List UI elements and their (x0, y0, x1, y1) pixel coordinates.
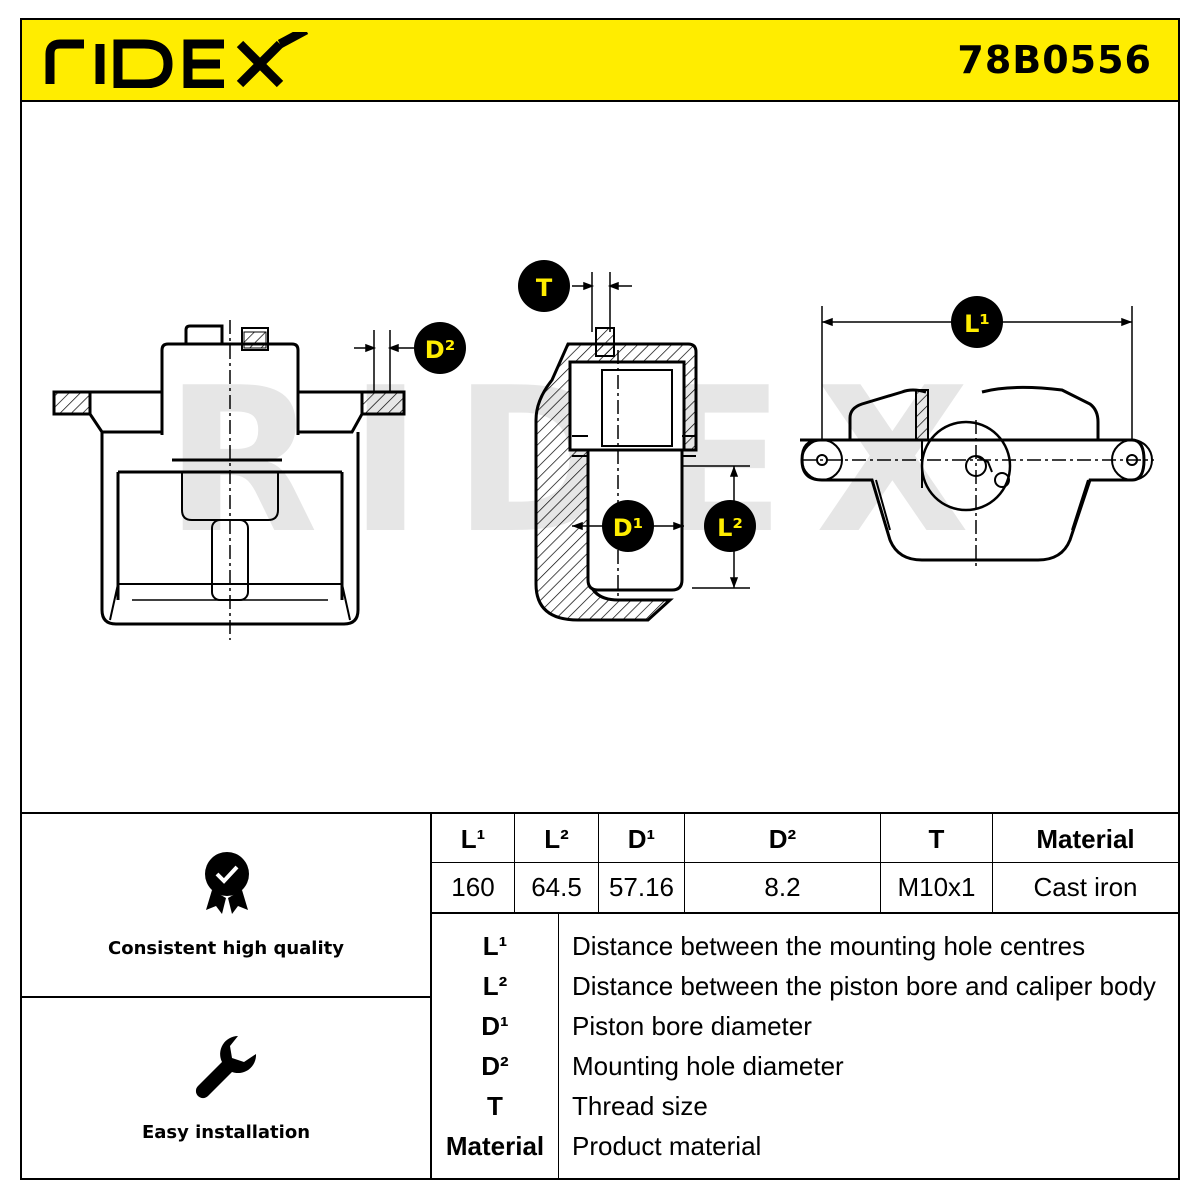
quality-badge-icon (204, 850, 250, 918)
legend-description: Product material (572, 1131, 762, 1161)
legend-symbol: Material (445, 1131, 545, 1161)
specs-row-divider (430, 862, 1178, 863)
page-frame (20, 18, 1180, 1180)
d2-dimension (354, 330, 414, 392)
caliper-front-view (52, 324, 406, 626)
drawing-divider (22, 812, 1178, 814)
spec-header-material: Material (1036, 824, 1135, 854)
callout-d2-label: D² (425, 336, 455, 364)
spec-header-l1: L¹ (460, 824, 486, 854)
ridex-logo-icon (45, 26, 309, 89)
header-bar: 78B0556 (22, 20, 1178, 102)
spec-value-d1: 57.16 (608, 872, 675, 902)
feature-label-quality: Consistent high quality (108, 938, 344, 959)
legend-symbol: D² (481, 1051, 509, 1081)
specs-col-divider (684, 812, 685, 912)
specs-col-divider (880, 812, 881, 912)
t-dimension (572, 272, 632, 332)
specs-col-divider (598, 812, 599, 912)
callout-t: T (518, 260, 570, 312)
spec-header-d1: D¹ (627, 824, 656, 854)
caliper-top-view (800, 385, 1146, 562)
callout-l2: L² (704, 500, 756, 552)
caliper-drawing: RIDEX (52, 260, 1154, 640)
legend-description: Mounting hole diameter (572, 1051, 844, 1081)
feature-label-installation: Easy installation (141, 1122, 311, 1143)
spec-header-d2: D² (768, 824, 797, 854)
part-number: 78B0556 (957, 38, 1152, 82)
caliper-section-view (534, 327, 698, 622)
feature-column-divider (430, 812, 432, 1178)
spec-header-l2: L² (544, 824, 569, 854)
legend-description: Thread size (572, 1091, 708, 1121)
spec-value-material: Cast iron (1033, 872, 1138, 902)
spec-value-d2: 8.2 (764, 872, 801, 902)
legend-symbol: L¹ (482, 931, 508, 961)
technical-drawing: RIDEX (22, 100, 1178, 812)
callout-d1-label: D¹ (613, 514, 643, 542)
callout-l1-label: L¹ (964, 310, 990, 338)
legend-symbol: L² (482, 971, 508, 1001)
legend-description: Piston bore diameter (572, 1011, 812, 1041)
legend-symbol: D¹ (481, 1011, 509, 1041)
spec-value-t: M10x1 (897, 872, 976, 902)
callout-l1: L¹ (951, 296, 1003, 348)
callout-t-label: T (536, 274, 553, 302)
spec-value-l1: 160 (451, 872, 495, 902)
spec-header-t: T (928, 824, 945, 854)
wrench-icon (192, 1032, 260, 1104)
specs-col-divider (992, 812, 993, 912)
specs-col-divider (514, 812, 515, 912)
brand-logo (44, 26, 314, 92)
legend-description: Distance between the piston bore and cal… (572, 971, 1156, 1001)
legend-col-divider (558, 912, 559, 1178)
feature-divider (22, 996, 430, 998)
legend-description: Distance between the mounting hole centr… (572, 931, 1086, 961)
l1-dimension (821, 306, 1133, 440)
spec-value-l2: 64.5 (531, 872, 582, 902)
specs-bottom-divider (430, 912, 1178, 914)
callout-l2-label: L² (717, 514, 743, 542)
legend-symbol: T (487, 1091, 503, 1121)
callout-d2: D² (414, 322, 466, 374)
callout-d1: D¹ (602, 500, 654, 552)
